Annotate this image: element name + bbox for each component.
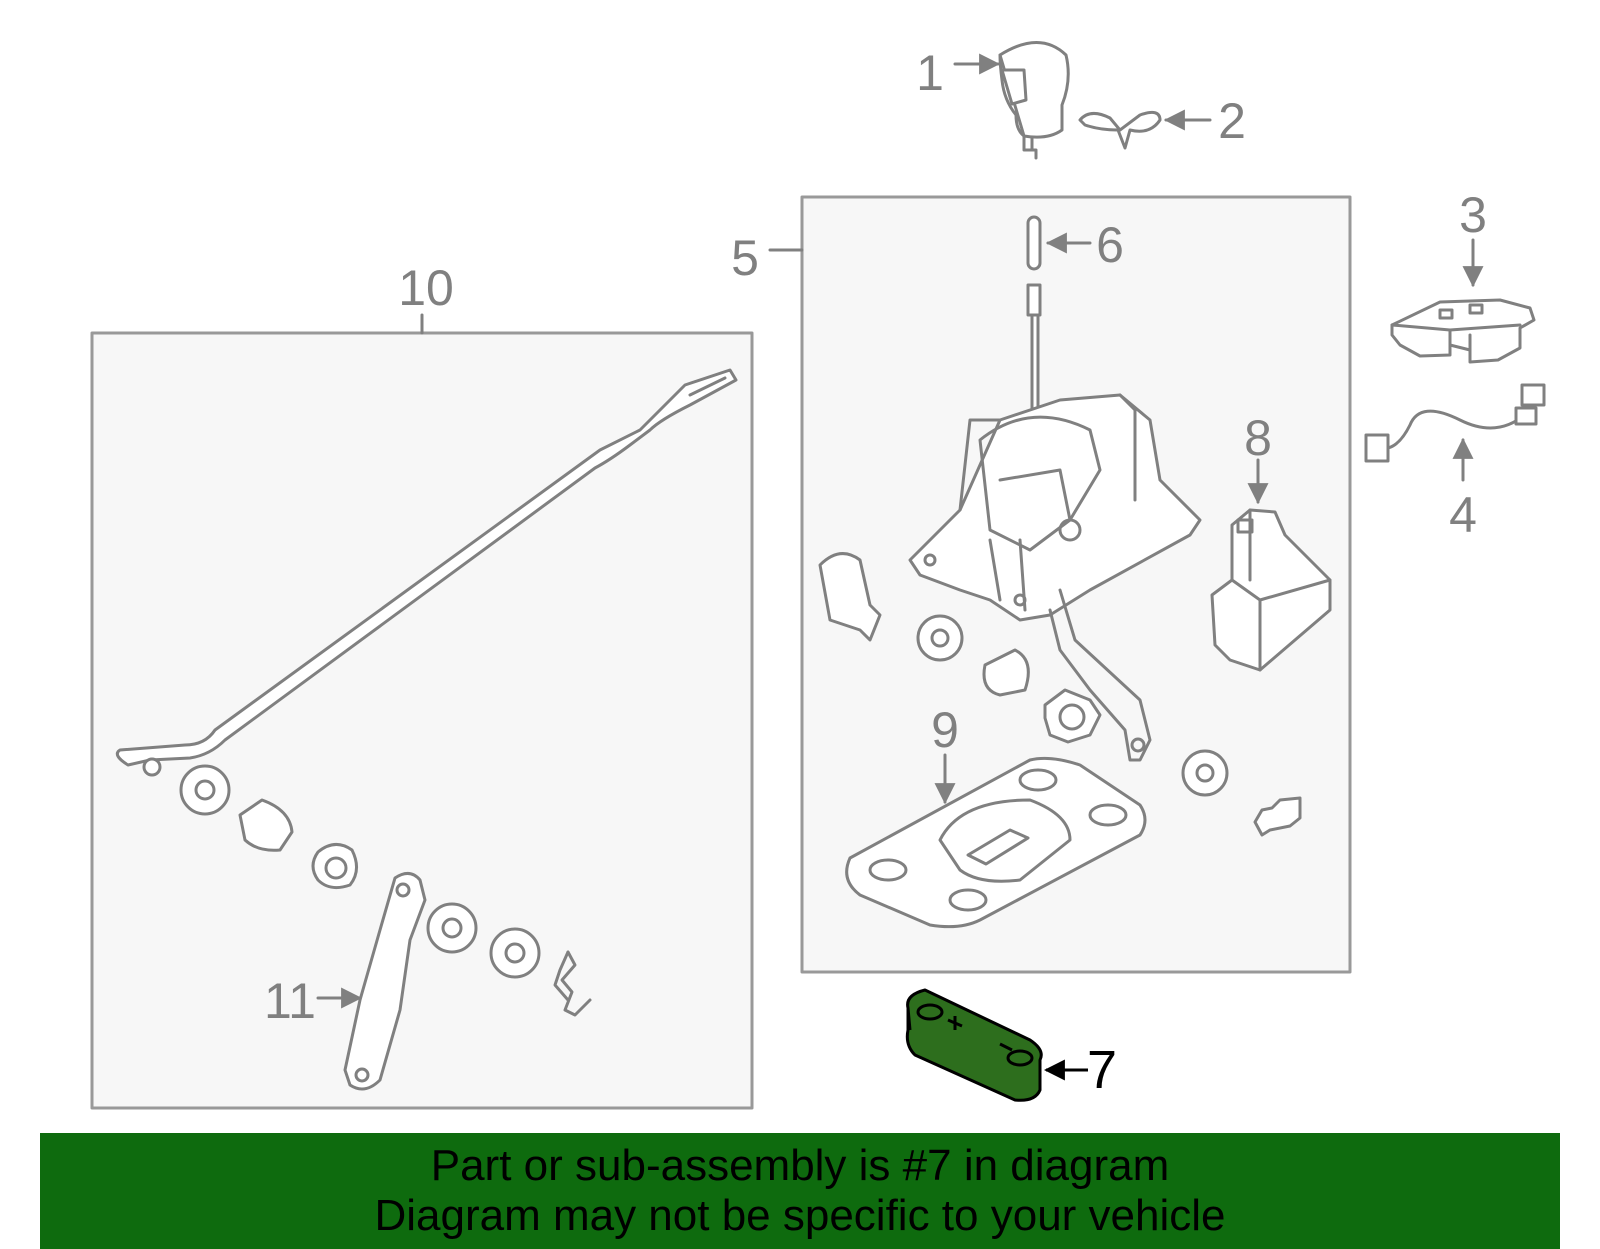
wire-harness-part-4 bbox=[1364, 383, 1546, 463]
grommet bbox=[1043, 688, 1102, 744]
washer bbox=[489, 927, 541, 979]
bracket bbox=[818, 552, 882, 642]
highlighted-part-7 bbox=[905, 988, 1043, 1102]
base-plate-part-9 bbox=[845, 756, 1147, 929]
assembly-box-10 bbox=[90, 331, 754, 1110]
banner-line-2: Diagram may not be specific to your vehi… bbox=[374, 1191, 1226, 1240]
bushing bbox=[238, 798, 294, 852]
retaining-clip bbox=[1253, 796, 1302, 837]
callout-11: 11 bbox=[264, 973, 316, 1029]
callout-8: 8 bbox=[1244, 410, 1272, 466]
sensor-part-8 bbox=[1210, 508, 1332, 672]
control-module-part-3 bbox=[1390, 298, 1536, 364]
retaining-clip bbox=[553, 950, 592, 1017]
callout-10: 10 bbox=[398, 260, 454, 316]
callout-2: 2 bbox=[1218, 93, 1246, 149]
info-banner: Part or sub-assembly is #7 in diagram Di… bbox=[40, 1133, 1560, 1249]
lever-part-11 bbox=[343, 872, 427, 1091]
callout-5: 5 bbox=[731, 230, 759, 286]
shifter-assembly bbox=[908, 283, 1202, 762]
clip-part-2 bbox=[1078, 110, 1162, 150]
callout-3: 3 bbox=[1459, 187, 1487, 243]
shift-knob-part-1 bbox=[998, 41, 1070, 160]
washer bbox=[916, 614, 964, 662]
washer bbox=[426, 902, 478, 954]
banner-line-1: Part or sub-assembly is #7 in diagram bbox=[430, 1141, 1170, 1190]
bushing bbox=[982, 648, 1030, 697]
o-ring-part-6 bbox=[1026, 215, 1042, 271]
callout-9: 9 bbox=[931, 702, 959, 758]
washer bbox=[179, 764, 231, 816]
callout-4: 4 bbox=[1449, 487, 1477, 543]
washer bbox=[1181, 749, 1229, 797]
grommet bbox=[311, 843, 358, 890]
callout-7: 7 bbox=[1087, 1040, 1117, 1100]
shift-rod bbox=[115, 368, 738, 767]
banner-background bbox=[40, 1133, 1560, 1249]
callout-1: 1 bbox=[916, 45, 944, 101]
callout-6: 6 bbox=[1096, 217, 1124, 273]
